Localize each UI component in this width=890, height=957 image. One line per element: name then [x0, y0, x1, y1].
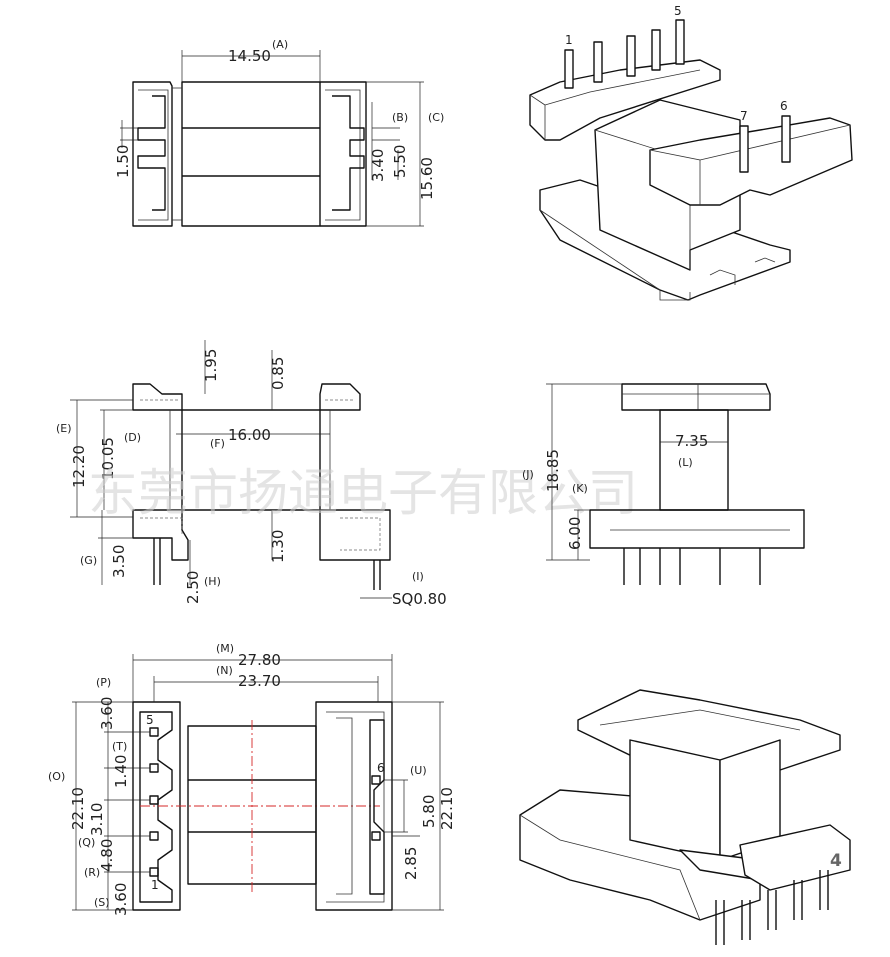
- iso-pin5: 5: [674, 4, 682, 18]
- iso-view-bottom: 4: [519, 689, 851, 945]
- top-view: 14.50 (A) (B) 3.40 5.50 (C) 15.60 1.50: [114, 38, 444, 227]
- iso-badge: 4: [830, 851, 842, 871]
- side-view: (J) 18.85 7.35 (L) (K) 6.00: [522, 383, 805, 585]
- dim-b-label: (B): [392, 111, 408, 124]
- dim-o-right-value: 22.10: [438, 787, 456, 830]
- dim-085: 0.85: [269, 357, 287, 390]
- dim-i-value: SQ0.80: [392, 590, 447, 608]
- dim-a-label: (A): [272, 38, 288, 51]
- dim-p-value: 3.60: [98, 697, 116, 730]
- dim-u-value: 5.80: [420, 795, 438, 828]
- dim-130: 1.30: [269, 530, 287, 563]
- bottom-pin6: 6: [377, 761, 385, 775]
- dim-n-value: 23.70: [238, 672, 281, 690]
- dim-e-value: 12.20: [70, 445, 88, 488]
- dim-s-value: 3.60: [112, 883, 130, 916]
- dim-p-label: (P): [96, 676, 111, 689]
- dim-l-label: (L): [678, 456, 693, 469]
- dim-g-value: 3.50: [110, 545, 128, 578]
- dim-a-value: 14.50: [228, 47, 271, 65]
- dim-d2-value: 5.50: [391, 145, 409, 178]
- dim-k-label: (K): [572, 482, 588, 495]
- iso-pin6: 6: [780, 99, 788, 113]
- dim-b-value: 3.40: [369, 149, 387, 182]
- dim-d-value: 10.05: [99, 437, 117, 480]
- dim-r-label: (R): [84, 866, 100, 879]
- dim-d1-value: 1.50: [114, 145, 132, 178]
- dim-n-label: (N): [216, 664, 233, 677]
- dim-o-label: (O): [48, 770, 65, 783]
- dim-c-label: (C): [428, 111, 444, 124]
- dim-i-label: (I): [412, 570, 424, 583]
- dim-u-label: (U): [410, 764, 427, 777]
- front-view: 1.95 0.85 (E) 12.20 (D) 10.05 16.00 (F) …: [56, 340, 447, 608]
- dim-f-value: 16.00: [228, 426, 271, 444]
- dim-e-label: (E): [56, 422, 72, 435]
- dim-195: 1.95: [202, 349, 220, 382]
- dim-m-label: (M): [216, 642, 234, 655]
- bottom-view: 5 1 6 27.80 (M) 23.70 (N) (O) 22.10 (P) …: [48, 642, 456, 916]
- dim-l-value: 7.35: [675, 432, 708, 450]
- iso-view-top: 1 5 7 6: [529, 4, 853, 301]
- dim-o-value: 22.10: [69, 787, 87, 830]
- iso-pin7: 7: [740, 109, 748, 123]
- dim-s-label: (S): [94, 896, 110, 909]
- watermark: 东莞市扬通电子有限公司: [88, 464, 638, 522]
- bottom-pin5: 5: [146, 713, 154, 727]
- dim-t-label: (T): [112, 740, 127, 753]
- iso-pin1: 1: [565, 33, 573, 47]
- dim-q-label: (Q): [78, 836, 95, 849]
- dim-j-label: (J): [522, 468, 534, 481]
- dim-m-value: 27.80: [238, 651, 281, 669]
- dim-g-label: (G): [80, 554, 97, 567]
- dim-c-value: 15.60: [418, 157, 436, 200]
- bottom-pin1: 1: [151, 878, 159, 892]
- dim-f-label: (F): [210, 437, 225, 450]
- dim-j-value: 18.85: [544, 449, 562, 492]
- dim-o2-value: 3.10: [88, 803, 106, 836]
- dim-h-label: (H): [204, 575, 221, 588]
- dim-u2-value: 2.85: [402, 847, 420, 880]
- dim-d-label: (D): [124, 431, 141, 444]
- dim-k-value: 6.00: [566, 517, 584, 550]
- dim-t-value: 1.40: [112, 755, 130, 788]
- dim-q-value: 4.80: [98, 839, 116, 872]
- dim-h-value: 2.50: [184, 571, 202, 604]
